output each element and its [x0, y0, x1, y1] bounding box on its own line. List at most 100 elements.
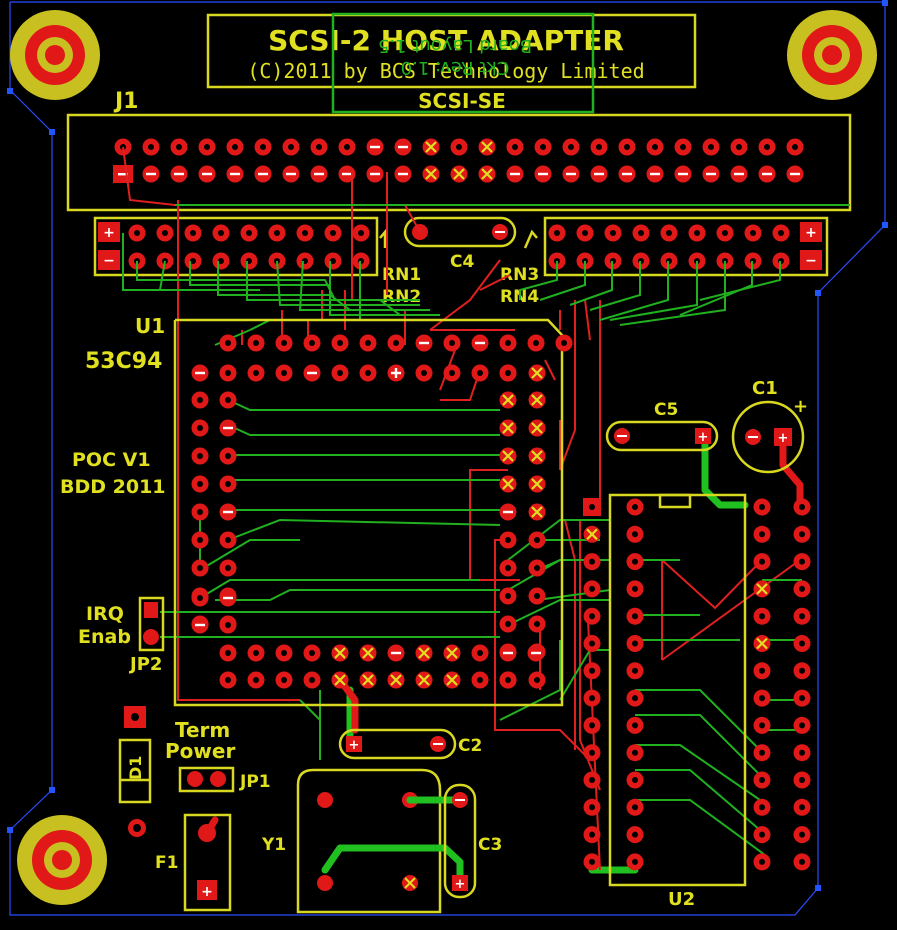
- pad-hole: [632, 858, 638, 865]
- svg-text:+: +: [103, 225, 115, 241]
- pad-minus: [258, 172, 268, 176]
- pad-nc: [418, 674, 430, 686]
- pad-hole: [799, 831, 805, 838]
- pad-hole: [330, 230, 336, 236]
- c5-label: C5: [654, 400, 678, 420]
- pad-hole: [309, 340, 315, 346]
- pad-hole: [197, 481, 203, 487]
- pad-hole: [799, 804, 805, 811]
- pad-nc: [531, 367, 543, 379]
- pad-hole: [505, 621, 511, 627]
- trace: [635, 769, 761, 831]
- pad-hole: [799, 777, 805, 783]
- pad-nc: [425, 168, 437, 180]
- pad-hole: [253, 650, 259, 656]
- pad-hole: [759, 749, 765, 756]
- pad-minus: [370, 145, 380, 149]
- mounting-holes: [10, 10, 877, 905]
- pad-minus: [174, 172, 184, 176]
- rn-left: + − RN1 RN2: [93, 216, 421, 307]
- pad-hole: [449, 370, 455, 376]
- trace: [507, 599, 610, 626]
- pad-hole: [477, 677, 483, 683]
- pad-hole: [309, 677, 315, 683]
- trace: [507, 519, 610, 561]
- pad-hole: [759, 558, 765, 565]
- pad-hole: [799, 695, 805, 702]
- pad-hole: [736, 144, 742, 150]
- pad-hole: [281, 650, 287, 656]
- rn2-label: RN2: [382, 287, 421, 307]
- pad-hole: [281, 677, 287, 683]
- trace: [159, 260, 166, 291]
- trace: [122, 146, 176, 206]
- pad-hole: [197, 397, 203, 403]
- pad-minus: [762, 172, 772, 176]
- pad-hole: [337, 340, 343, 346]
- pad-hole: [632, 531, 638, 538]
- pad-nc: [453, 168, 465, 180]
- pad-nc: [502, 422, 514, 434]
- pad-minus: [650, 172, 660, 176]
- pad-minus: [622, 172, 632, 176]
- pad-hole: [197, 537, 203, 543]
- pad-hole: [365, 370, 371, 376]
- pad-hole: [596, 144, 602, 150]
- pad-hole: [722, 230, 728, 236]
- trace: [679, 261, 753, 316]
- trace: [227, 424, 500, 436]
- trace: [609, 261, 698, 321]
- pad-minus: [734, 172, 744, 176]
- pad-hole: [666, 230, 672, 236]
- pad-hole: [610, 230, 616, 236]
- trace: [494, 539, 591, 761]
- pad-minus: [510, 172, 520, 176]
- pad-hole: [274, 230, 280, 236]
- pad-hole: [225, 650, 231, 656]
- pad-hole: [632, 558, 638, 565]
- trace: [564, 519, 576, 750]
- svg-text:+: +: [201, 884, 213, 900]
- overlay-box: Ckt Rev: 1.0 Board Layout 1.5 SCSI-SE: [331, 12, 595, 114]
- svg-text:+: +: [698, 430, 709, 445]
- d1-label: D1: [126, 756, 145, 780]
- pad-minus: [790, 172, 800, 176]
- trace: [227, 518, 501, 541]
- trace: [619, 261, 726, 326]
- svg-text:+: +: [805, 225, 817, 241]
- pad-hole: [225, 677, 231, 683]
- trace: [199, 579, 480, 599]
- trace: [276, 260, 420, 306]
- trace: [599, 261, 669, 321]
- c1-label: C1: [752, 378, 778, 399]
- pad-nc: [502, 394, 514, 406]
- pad-minus: [678, 172, 688, 176]
- trace: [701, 436, 749, 509]
- pad-nc: [418, 647, 430, 659]
- pad-hole: [694, 230, 700, 236]
- pad-hole: [799, 531, 805, 538]
- pad-hole: [260, 144, 266, 150]
- mirrored-line2: Board Layout 1.5: [378, 35, 532, 56]
- pad-hole: [589, 640, 595, 647]
- u1-label: U1: [135, 314, 165, 338]
- trace: [227, 399, 500, 411]
- svg-text:+: +: [778, 431, 789, 446]
- pad-hole: [799, 858, 805, 865]
- pad-hole: [512, 144, 518, 150]
- trace: [544, 359, 556, 381]
- jp1-jumper: Term Power JP1: [165, 718, 271, 793]
- c5-capacitor: + C5: [605, 400, 719, 452]
- pad-nc: [390, 674, 402, 686]
- pad-hole: [632, 777, 638, 783]
- pad-hole: [589, 667, 595, 674]
- trace: [559, 300, 576, 471]
- y1-crystal: Y1: [261, 768, 464, 914]
- pad-hole: [505, 537, 511, 543]
- c1-capacitor: + C1 +: [731, 378, 808, 474]
- trace: [499, 640, 561, 721]
- svg-text:−: −: [805, 253, 817, 269]
- pad-nc: [756, 583, 768, 595]
- pad-hole: [632, 585, 638, 592]
- c2-label: C2: [458, 736, 482, 756]
